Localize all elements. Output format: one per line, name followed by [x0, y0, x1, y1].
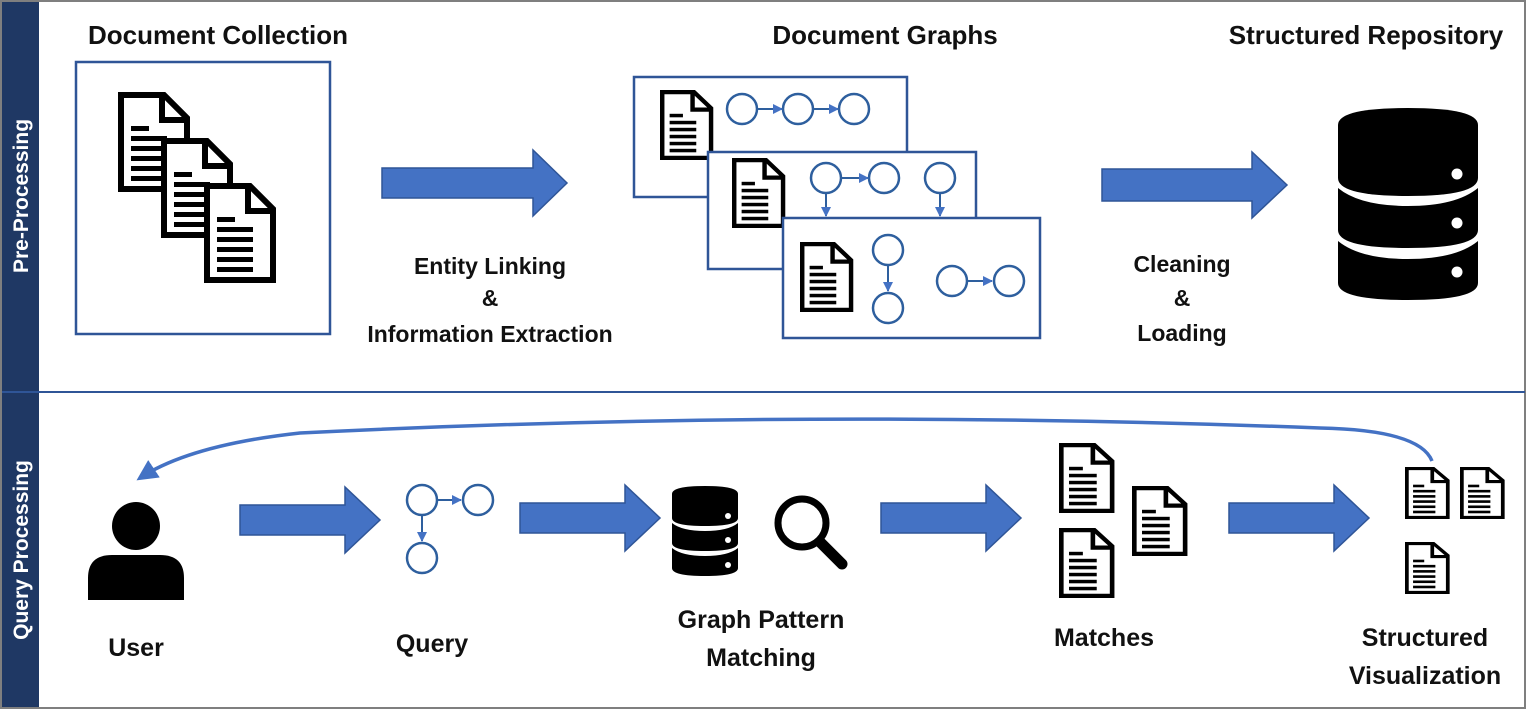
step1-line3: Information Extraction	[367, 321, 612, 347]
matching-line1: Graph Pattern	[678, 606, 845, 634]
query-sidebar	[2, 393, 39, 707]
step2-line3: Loading	[1137, 320, 1226, 346]
graph-node-icon	[871, 233, 905, 267]
user-icon	[88, 502, 184, 600]
flow-arrow	[1101, 150, 1289, 220]
query-label: Query	[396, 630, 468, 658]
document-icon	[207, 186, 273, 280]
graph-node-icon	[935, 264, 969, 298]
flow-arrow	[880, 483, 1023, 553]
document-graphs-title: Document Graphs	[772, 20, 997, 50]
query-section-label: Query Processing	[10, 460, 33, 640]
flow-arrow	[381, 148, 569, 218]
preprocessing-sidebar	[2, 2, 39, 391]
visualization-line2: Visualization	[1349, 662, 1501, 690]
step1-line1: Entity Linking	[414, 253, 566, 279]
flow-arrow	[1228, 483, 1371, 553]
document-icon	[1061, 530, 1112, 596]
matches-label: Matches	[1054, 624, 1154, 652]
step2-line1: Cleaning	[1133, 251, 1230, 277]
document-icon	[1061, 445, 1112, 511]
database-icon	[672, 486, 738, 576]
structured-repository-title: Structured Repository	[1229, 20, 1504, 50]
document-icon	[1404, 541, 1450, 595]
flow-arrow	[519, 483, 662, 553]
step1-line2: &	[482, 285, 499, 311]
visualization-line1: Structured	[1362, 624, 1488, 652]
graph-node-icon	[405, 483, 439, 517]
document-icon	[1404, 466, 1450, 520]
graph-node-icon	[992, 264, 1026, 298]
feedback-arrow	[136, 417, 1434, 481]
document-graph-card	[781, 216, 1042, 340]
query-graph	[405, 483, 495, 575]
document-collection-title: Document Collection	[88, 20, 348, 50]
step2-line2: &	[1174, 285, 1191, 311]
graph-node-icon	[809, 161, 843, 195]
document-icon	[1134, 488, 1185, 554]
user-label: User	[108, 634, 164, 662]
document-icon	[1459, 466, 1505, 520]
graph-node-icon	[781, 92, 815, 126]
database-icon	[1338, 108, 1478, 300]
magnifier-icon	[774, 495, 848, 570]
graph-node-icon	[725, 92, 759, 126]
matching-line2: Matching	[706, 644, 816, 672]
graph-node-icon	[461, 483, 495, 517]
graph-node-icon	[923, 161, 957, 195]
preprocessing-section-label: Pre-Processing	[10, 119, 33, 273]
graph-node-icon	[871, 291, 905, 325]
graph-node-icon	[405, 541, 439, 575]
flow-arrow	[239, 485, 382, 555]
graph-node-icon	[867, 161, 901, 195]
graph-node-icon	[837, 92, 871, 126]
